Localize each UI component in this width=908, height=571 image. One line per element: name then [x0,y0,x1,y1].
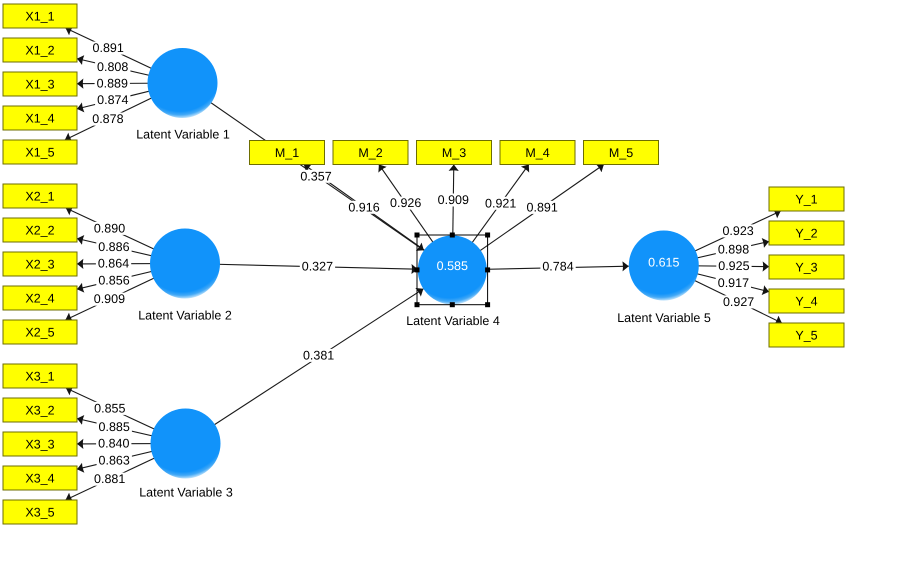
svg-text:0.855: 0.855 [94,401,125,415]
svg-text:0.926: 0.926 [390,196,421,210]
svg-text:Latent Variable 1: Latent Variable 1 [136,128,230,142]
svg-text:M_2: M_2 [358,146,382,160]
svg-text:M_5: M_5 [609,146,633,160]
svg-text:0.891: 0.891 [527,200,558,214]
svg-text:X3_4: X3_4 [25,472,54,486]
svg-text:Latent Variable 3: Latent Variable 3 [139,486,233,500]
svg-text:X3_1: X3_1 [25,370,54,384]
svg-text:0.923: 0.923 [722,224,753,238]
svg-text:Y_5: Y_5 [795,329,817,343]
svg-text:0.885: 0.885 [99,420,130,434]
svg-text:Latent Variable 5: Latent Variable 5 [617,311,711,325]
svg-text:Y_3: Y_3 [795,261,817,275]
svg-text:0.890: 0.890 [94,221,125,235]
svg-text:0.856: 0.856 [98,273,129,287]
svg-text:X1_2: X1_2 [25,44,54,58]
svg-text:0.615: 0.615 [648,256,679,270]
svg-text:0.381: 0.381 [303,348,334,362]
svg-text:0.881: 0.881 [94,472,125,486]
svg-text:0.357: 0.357 [300,169,331,183]
svg-text:0.909: 0.909 [438,193,469,207]
svg-text:0.916: 0.916 [348,200,379,214]
svg-text:0.585: 0.585 [437,259,468,273]
svg-text:X2_2: X2_2 [25,224,54,238]
svg-text:Latent Variable 2: Latent Variable 2 [138,309,232,323]
svg-text:M_4: M_4 [525,146,549,160]
svg-text:0.925: 0.925 [718,259,749,273]
svg-text:X2_4: X2_4 [25,292,54,306]
svg-text:X3_5: X3_5 [25,506,54,520]
svg-text:X3_2: X3_2 [25,404,54,418]
svg-text:0.917: 0.917 [718,276,749,290]
svg-text:X2_1: X2_1 [25,190,54,204]
svg-text:X1_5: X1_5 [25,146,54,160]
svg-text:M_3: M_3 [442,146,466,160]
svg-text:0.909: 0.909 [94,292,125,306]
svg-text:0.921: 0.921 [485,196,516,210]
svg-text:0.874: 0.874 [97,93,128,107]
svg-text:M_1: M_1 [275,146,299,160]
svg-text:0.327: 0.327 [302,260,333,274]
svg-text:0.891: 0.891 [93,41,124,55]
svg-text:0.808: 0.808 [97,60,128,74]
svg-text:X1_3: X1_3 [25,78,54,92]
svg-text:0.864: 0.864 [98,257,129,271]
svg-text:X1_1: X1_1 [25,10,54,24]
svg-text:0.889: 0.889 [97,77,128,91]
svg-text:Y_2: Y_2 [795,227,817,241]
svg-text:Y_4: Y_4 [795,295,817,309]
svg-text:Y_1: Y_1 [795,193,817,207]
svg-text:X2_5: X2_5 [25,326,54,340]
svg-text:0.840: 0.840 [98,437,129,451]
svg-text:0.886: 0.886 [98,240,129,254]
svg-text:X2_3: X2_3 [25,258,54,272]
svg-text:0.784: 0.784 [542,259,573,273]
svg-text:0.898: 0.898 [718,243,749,257]
svg-text:0.878: 0.878 [92,112,123,126]
svg-text:X3_3: X3_3 [25,438,54,452]
svg-text:X1_4: X1_4 [25,112,54,126]
svg-text:Latent Variable 4: Latent Variable 4 [406,314,500,328]
svg-text:0.863: 0.863 [99,453,130,467]
svg-text:0.927: 0.927 [723,295,754,309]
